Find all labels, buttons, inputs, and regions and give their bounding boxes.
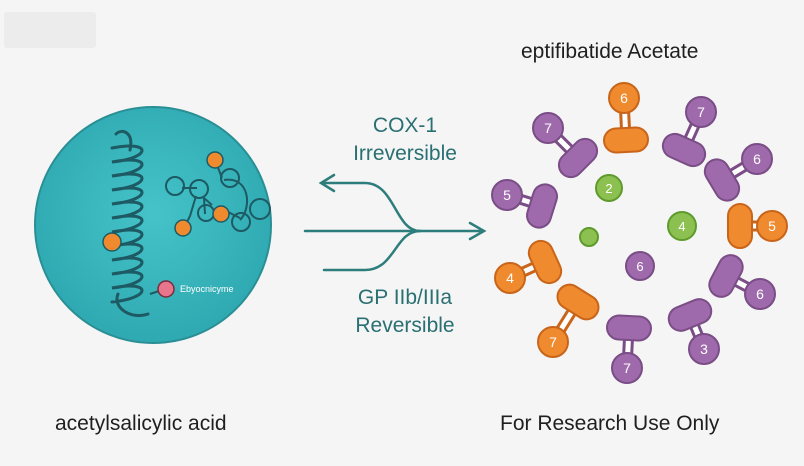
right-title: eptifibatide Acetate bbox=[521, 40, 699, 63]
core-number: 2 bbox=[605, 181, 612, 196]
unit-ball bbox=[741, 143, 773, 175]
unit-body bbox=[606, 314, 652, 342]
atom-orange-3 bbox=[174, 219, 192, 237]
unit-body bbox=[661, 132, 707, 168]
core-bead bbox=[579, 227, 599, 247]
unit-body bbox=[708, 254, 744, 298]
unit-number: 7 bbox=[697, 104, 705, 120]
atom-orange-2 bbox=[212, 205, 230, 223]
atom-orange-4 bbox=[102, 232, 122, 252]
protein-helix bbox=[110, 129, 150, 317]
unit-number: 7 bbox=[549, 334, 557, 350]
eptifibatide-core: 2 4 6 bbox=[579, 174, 697, 281]
unit-number: 4 bbox=[506, 270, 514, 286]
unit-body bbox=[527, 239, 563, 285]
unit-ball bbox=[608, 82, 640, 114]
ring-unit: 3 bbox=[667, 298, 720, 365]
core-bead bbox=[667, 211, 697, 241]
unit-number: 6 bbox=[753, 151, 761, 167]
unit-number: 7 bbox=[544, 120, 552, 136]
unit-number: 7 bbox=[623, 360, 631, 376]
right-footer: For Research Use Only bbox=[500, 412, 720, 435]
unit-body bbox=[603, 126, 649, 154]
unit-number: 6 bbox=[756, 286, 764, 302]
left-label: acetylsalicylic acid bbox=[55, 412, 227, 435]
unit-body bbox=[703, 158, 741, 202]
unit-number: 6 bbox=[620, 90, 628, 106]
unit-ball bbox=[494, 262, 526, 294]
ring-unit: 7 bbox=[606, 314, 652, 384]
core-bead bbox=[595, 174, 623, 202]
mechanism-arrows bbox=[303, 173, 487, 272]
ring-unit: 7 bbox=[661, 96, 717, 168]
ring-unit: 6 bbox=[603, 82, 649, 154]
atom-orange-1 bbox=[206, 151, 224, 169]
unit-ball bbox=[744, 278, 776, 310]
core-number: 6 bbox=[636, 259, 643, 274]
ring-unit: 7 bbox=[537, 283, 600, 358]
ring-unit: 5 bbox=[727, 203, 788, 249]
irreversible-text: Irreversible bbox=[353, 142, 457, 165]
unit-number: 5 bbox=[503, 187, 511, 203]
core-bead bbox=[625, 251, 655, 281]
unit-number: 3 bbox=[700, 341, 708, 357]
mechanism-bottom-label: GP IIb/IIIa Reversible bbox=[320, 284, 490, 340]
reversible-text: Reversible bbox=[355, 314, 455, 337]
unit-body bbox=[727, 203, 753, 249]
mechanism-top-label: COX-1 Irreversible bbox=[335, 112, 475, 168]
ring-unit: 4 bbox=[494, 239, 563, 294]
ring-unit: 5 bbox=[491, 179, 558, 229]
cox-target-text: COX-1 bbox=[372, 114, 438, 137]
unit-body bbox=[526, 183, 558, 229]
enzyme-bead bbox=[157, 280, 175, 298]
watermark-patch bbox=[4, 12, 96, 48]
unit-ball bbox=[685, 96, 717, 128]
unit-ball bbox=[491, 179, 523, 211]
eptifibatide-ring: 6 7 6 5 6 3 7 7 4 5 7 bbox=[491, 82, 788, 384]
ring-unit: 7 bbox=[532, 112, 599, 179]
core-number: 4 bbox=[678, 219, 685, 234]
unit-number: 5 bbox=[768, 218, 776, 234]
unit-ball bbox=[611, 352, 643, 384]
unit-ball bbox=[756, 210, 788, 242]
unit-ball bbox=[532, 112, 564, 144]
cox-enzyme-circle bbox=[34, 106, 272, 344]
unit-ball bbox=[688, 333, 720, 365]
unit-body bbox=[557, 137, 599, 179]
unit-body bbox=[556, 283, 600, 321]
enzyme-label: Ebyocnicyme bbox=[180, 284, 234, 294]
aspirin-molecule bbox=[165, 159, 271, 232]
ring-unit: 6 bbox=[703, 143, 773, 202]
gp-target-text: GP IIb/IIIa bbox=[357, 286, 453, 309]
unit-ball bbox=[537, 326, 569, 358]
ring-unit: 6 bbox=[708, 254, 776, 310]
unit-body bbox=[667, 298, 713, 332]
